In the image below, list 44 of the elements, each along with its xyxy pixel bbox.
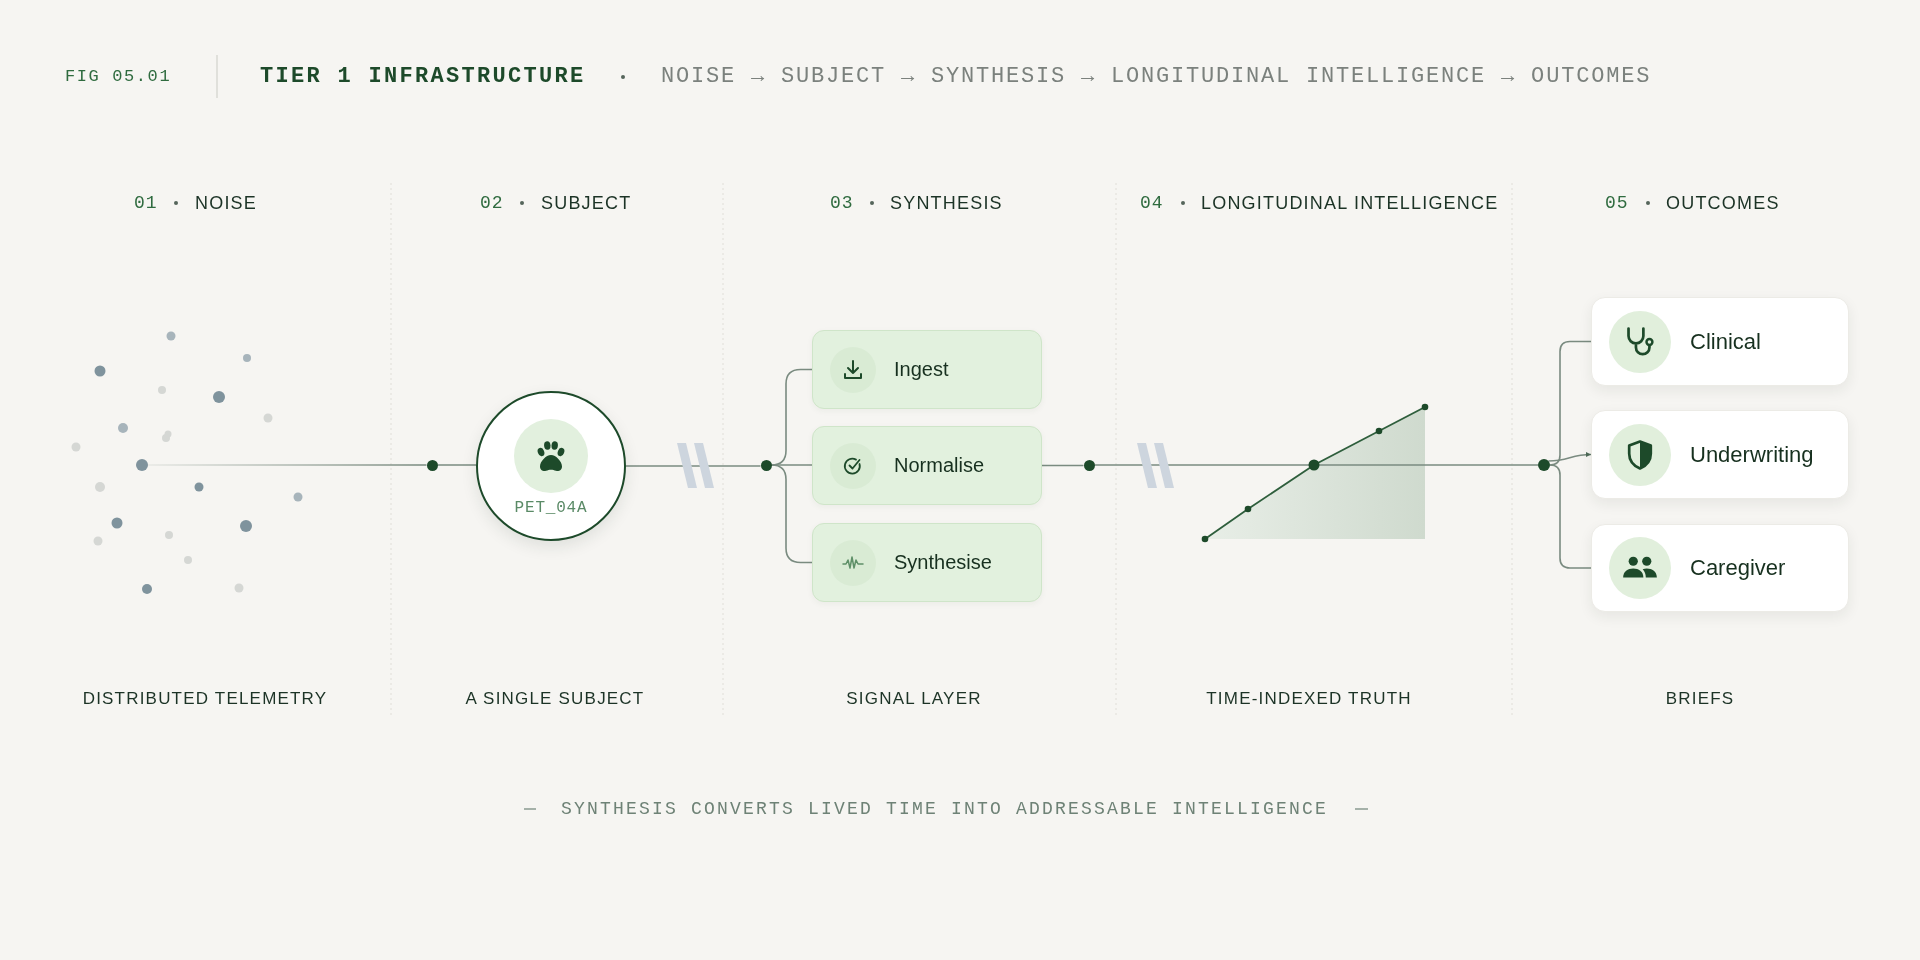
connector-line — [1549, 464, 1592, 569]
connector-line — [1428, 464, 1539, 466]
figure-caption: SYNTHESIS CONVERTS LIVED TIME INTO ADDRESSABLE INTELLIGENCE — [561, 798, 1329, 821]
step-label: Normalise — [894, 454, 985, 477]
junction-dot — [1083, 459, 1095, 471]
step-number: 05 — [1605, 192, 1629, 215]
connector-line — [1041, 464, 1085, 467]
column-heading: SYNTHESIS — [890, 192, 1003, 215]
column-footer: TIME-INDEXED TRUTH — [1206, 687, 1412, 711]
column-footer: BRIEFS — [1665, 687, 1735, 711]
step-number: 02 — [480, 192, 504, 215]
column-heading: OUTCOMES — [1666, 192, 1780, 215]
figure-title: TIER 1 INFRASTRUCTURE — [260, 65, 586, 89]
column-heading: LONGITUDINAL INTELLIGENCE — [1201, 192, 1499, 215]
connector-line — [625, 465, 762, 467]
outcome-label: Clinical — [1690, 328, 1761, 355]
process-box — [812, 426, 1042, 505]
connector-line — [1093, 464, 1200, 466]
junction-dot — [760, 459, 772, 471]
outcome-card — [1591, 410, 1849, 499]
arrow — [1547, 452, 1592, 462]
step-label: Ingest — [894, 358, 949, 381]
column-heading: NOISE — [195, 192, 257, 215]
connector-line — [436, 464, 477, 466]
column-footer: SIGNAL LAYER — [846, 687, 982, 711]
junction-dot — [1538, 459, 1550, 471]
step-label: Synthesise — [894, 551, 992, 574]
outcome-card — [1591, 297, 1849, 386]
outcome-label: Underwriting — [1690, 441, 1814, 468]
subject-id: PET_04A — [514, 498, 588, 519]
flow-summary: NOISE → SUBJECT → SYNTHESIS → LONGITUDINAL INTELLIGENCE → OUTCOMES — [661, 65, 1652, 89]
junction-dot — [426, 459, 438, 471]
outcome-label: Caregiver — [1690, 555, 1786, 581]
connector-line — [770, 464, 813, 564]
column-footer: A SINGLE SUBJECT — [465, 687, 645, 711]
process-box — [812, 523, 1042, 602]
process-box — [812, 330, 1042, 409]
column-heading: SUBJECT — [541, 192, 632, 215]
step-number: 01 — [134, 192, 158, 215]
column-footer: DISTRIBUTED TELEMETRY — [82, 687, 328, 711]
outcome-card — [1591, 524, 1849, 612]
figure-number: FIG 05.01 — [65, 66, 172, 88]
step-number: 04 — [1140, 192, 1164, 215]
step-number: 03 — [830, 192, 854, 215]
